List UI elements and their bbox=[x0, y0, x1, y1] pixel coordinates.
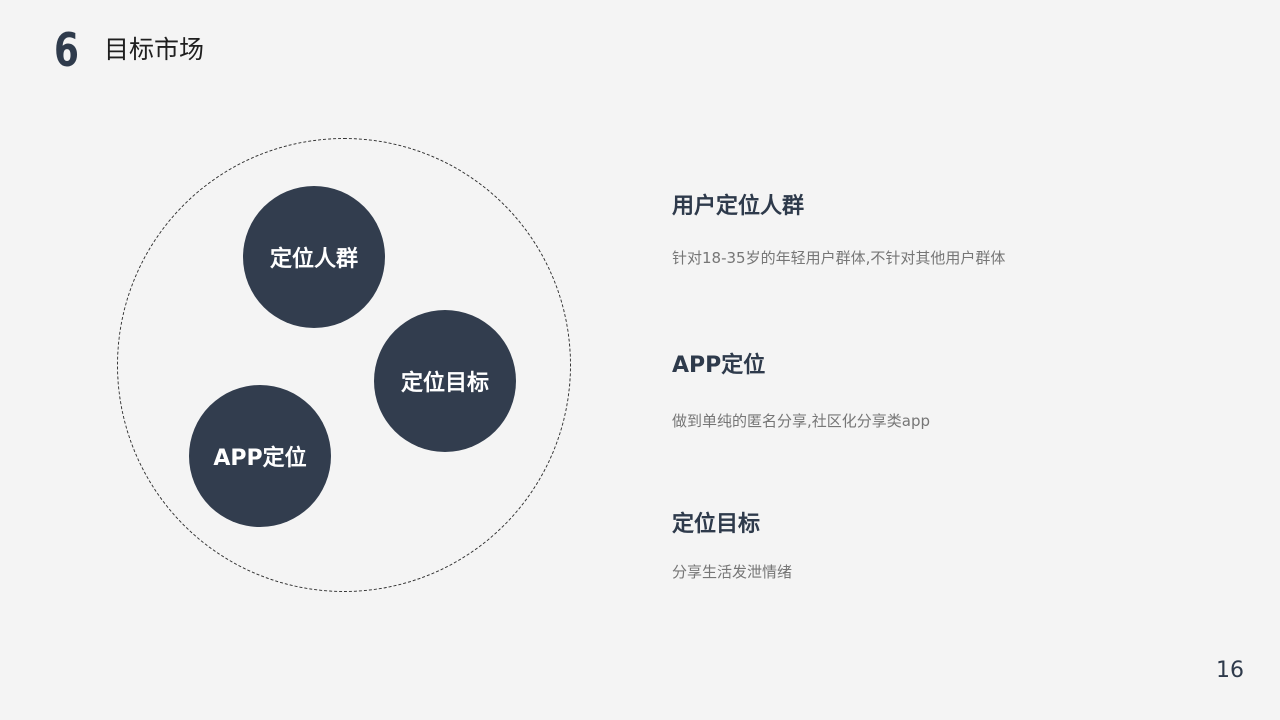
section-number: 6 bbox=[54, 23, 79, 77]
bubble-positioning-goal: 定位目标 bbox=[374, 310, 516, 452]
bubble-app-positioning: APP定位 bbox=[189, 385, 331, 527]
item-heading-app-positioning: APP定位 bbox=[672, 353, 766, 378]
item-heading-target-audience: 用户定位人群 bbox=[672, 194, 805, 219]
item-heading-positioning-goal: 定位目标 bbox=[672, 512, 761, 537]
bubble-label: 定位目标 bbox=[400, 371, 489, 396]
item-description-target-audience: 针对18-35岁的年轻用户群体,不针对其他用户群体 bbox=[672, 249, 1006, 267]
page-title: 目标市场 bbox=[104, 35, 205, 64]
item-description-positioning-goal: 分享生活发泄情绪 bbox=[672, 563, 793, 581]
dashed-outer-circle bbox=[117, 138, 571, 592]
bubble-label: 定位人群 bbox=[269, 247, 358, 272]
page-number: 16 bbox=[1216, 658, 1244, 683]
bubble-target-audience: 定位人群 bbox=[243, 186, 385, 328]
bubble-label: APP定位 bbox=[213, 446, 307, 471]
item-description-app-positioning: 做到单纯的匿名分享,社区化分享类app bbox=[672, 412, 931, 430]
